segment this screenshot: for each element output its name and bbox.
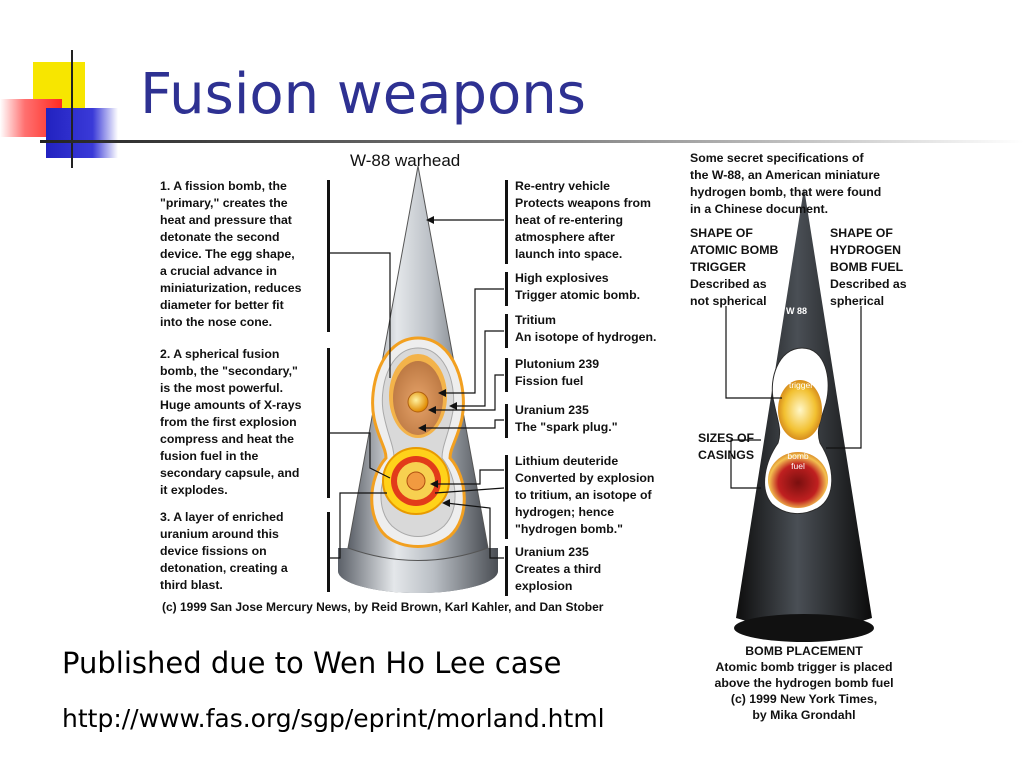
label-lithium-deuteride: Lithium deuteride Converted by explosion… [515,454,655,536]
figure-credit: (c) 1999 San Jose Mercury News, by Reid … [162,600,604,614]
slide-title: Fusion weapons [140,62,586,127]
dark-base [734,614,874,642]
cone-label: W 88 [786,306,808,316]
hydrogen-fuel-shape: SHAPE OF HYDROGEN BOMB FUEL Described as… [830,226,907,308]
atomic-trigger-shape: SHAPE OF ATOMIC BOMB TRIGGER Described a… [690,226,779,308]
bullet-source-url[interactable]: http://www.fas.org/sgp/eprint/morland.ht… [62,704,605,733]
note-bar-primary [327,180,330,332]
label-reentry-vehicle: Re-entry vehicle Protects weapons from h… [515,179,651,261]
title-divider [40,140,1024,143]
label-bar-reentry [505,180,508,264]
label-high-explosives: High explosives Trigger atomic bomb. [515,271,641,302]
label-uranium-spark: Uranium 235 The "spark plug." [515,403,618,434]
trigger-label: Atomic bomb trigger [788,360,814,390]
secondary-spark [406,471,426,491]
w88-warhead-figure: W-88 warhead 1. A fission bomb, the "pri… [150,148,680,618]
bomb-placement-caption: BOMB PLACEMENT Atomic bomb trigger is pl… [714,644,894,722]
decor-vertical-line [71,50,73,168]
label-bar-explosives [505,272,508,306]
spec-leader-lines [725,306,862,489]
label-bar-spark [505,404,508,438]
fuel-shape [768,452,828,508]
figure-title: W-88 warhead [350,151,461,170]
label-bar-lithium [505,455,508,539]
note-bar-secondary [327,348,330,498]
label-bar-plutonium [505,358,508,392]
warhead-cutaway-drawing [330,165,505,593]
arrowheads [418,216,457,507]
dark-warhead-drawing [725,188,874,642]
w88-specifications-figure: Some secret specifications of the W-88, … [686,148,922,734]
casing-sizes: SIZES OF CASINGS [698,431,755,462]
left-leader-lines [330,252,391,559]
note-primary: 1. A fission bomb, the "primary," create… [160,179,302,329]
spec-intro: Some secret specifications of the W-88, … [690,151,882,216]
warhead-base-ring [338,548,498,593]
label-plutonium: Plutonium 239 Fission fuel [515,357,600,388]
label-tritium: Tritium An isotope of hydrogen. [515,313,657,344]
note-bar-uranium [327,512,330,592]
note-secondary: 2. A spherical fusion bomb, the "seconda… [160,347,302,497]
decor-blue-square [46,108,118,158]
trigger-shape [778,380,822,440]
primary-core [407,391,429,413]
fuel-label: Hydrogen bomb fuel [779,441,817,471]
label-bar-tritium [505,314,508,348]
label-uranium-third: Uranium 235 Creates a third explosion [515,545,602,593]
right-leader-lines [422,219,505,559]
label-bar-uranium-third [505,546,508,596]
note-uranium-layer: 3. A layer of enriched uranium around th… [160,510,288,592]
bullet-wen-ho-lee: Published due to Wen Ho Lee case [62,646,562,680]
